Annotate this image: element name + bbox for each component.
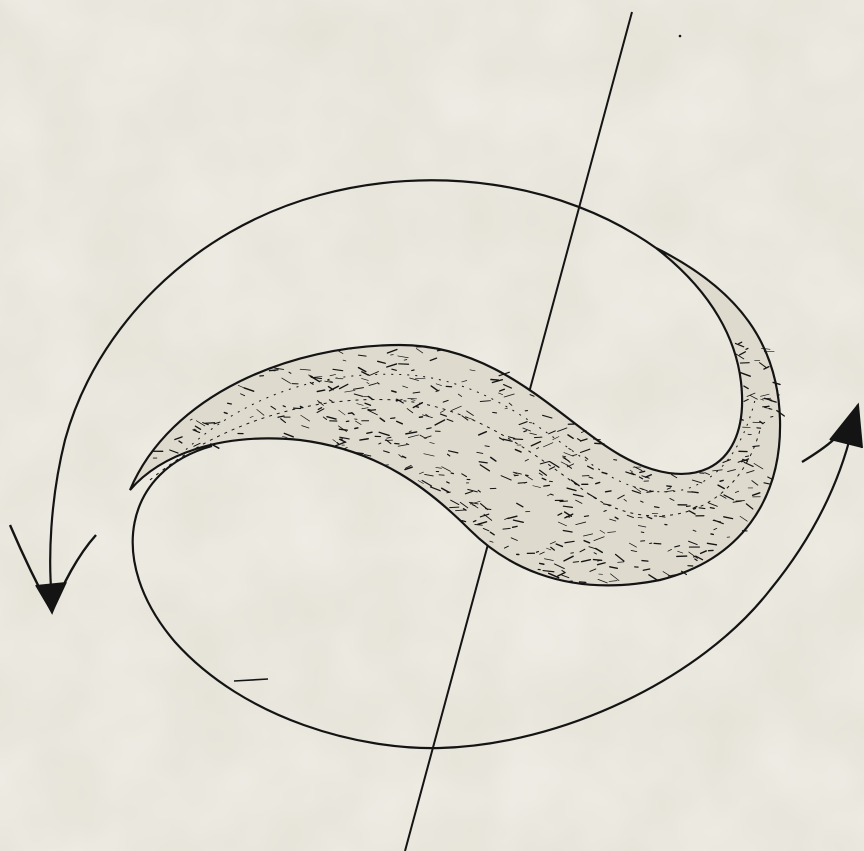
stipple-mark [228,403,232,404]
stipple-mark [283,406,285,407]
stipple-mark [412,370,414,371]
stipple-mark [544,485,550,486]
stipple-mark [391,418,395,419]
stipple-mark [746,348,748,349]
stipple-mark [710,508,714,509]
stipple-mark [540,563,544,564]
stipple-mark [491,380,499,381]
stipple-mark [763,406,770,407]
stipple-mark [593,560,601,561]
stipple-mark [595,443,604,444]
stipple-mark [720,480,723,481]
stipple-mark [493,412,497,413]
stipple-mark [771,416,773,417]
stipple-mark [355,428,358,429]
stipple-mark [450,507,459,508]
stipple-mark [404,360,407,361]
stipple-mark [655,507,659,508]
stipple-mark [699,508,705,509]
stipple-mark [753,446,759,447]
stipple-mark [573,562,578,563]
stipple-mark [594,439,601,440]
stipple-mark [518,482,526,483]
stipple-mark [579,582,585,583]
stipple-mark [604,511,606,512]
stipple-mark [741,419,743,420]
stipple-mark [503,528,510,529]
stipple-mark [485,446,489,447]
stipple-mark [514,475,518,476]
stipple-mark [451,473,453,474]
stipple-mark [536,552,538,553]
stipple-mark [746,456,749,457]
stipple-mark [206,423,215,424]
stipple-mark [606,491,612,492]
stipple-mark [638,517,642,518]
stipple-mark [584,516,588,517]
stipple-mark [642,561,648,562]
stipple-mark [560,501,568,502]
stipple-mark [224,413,227,414]
stray-dot [679,35,682,38]
stipple-mark [368,410,371,411]
